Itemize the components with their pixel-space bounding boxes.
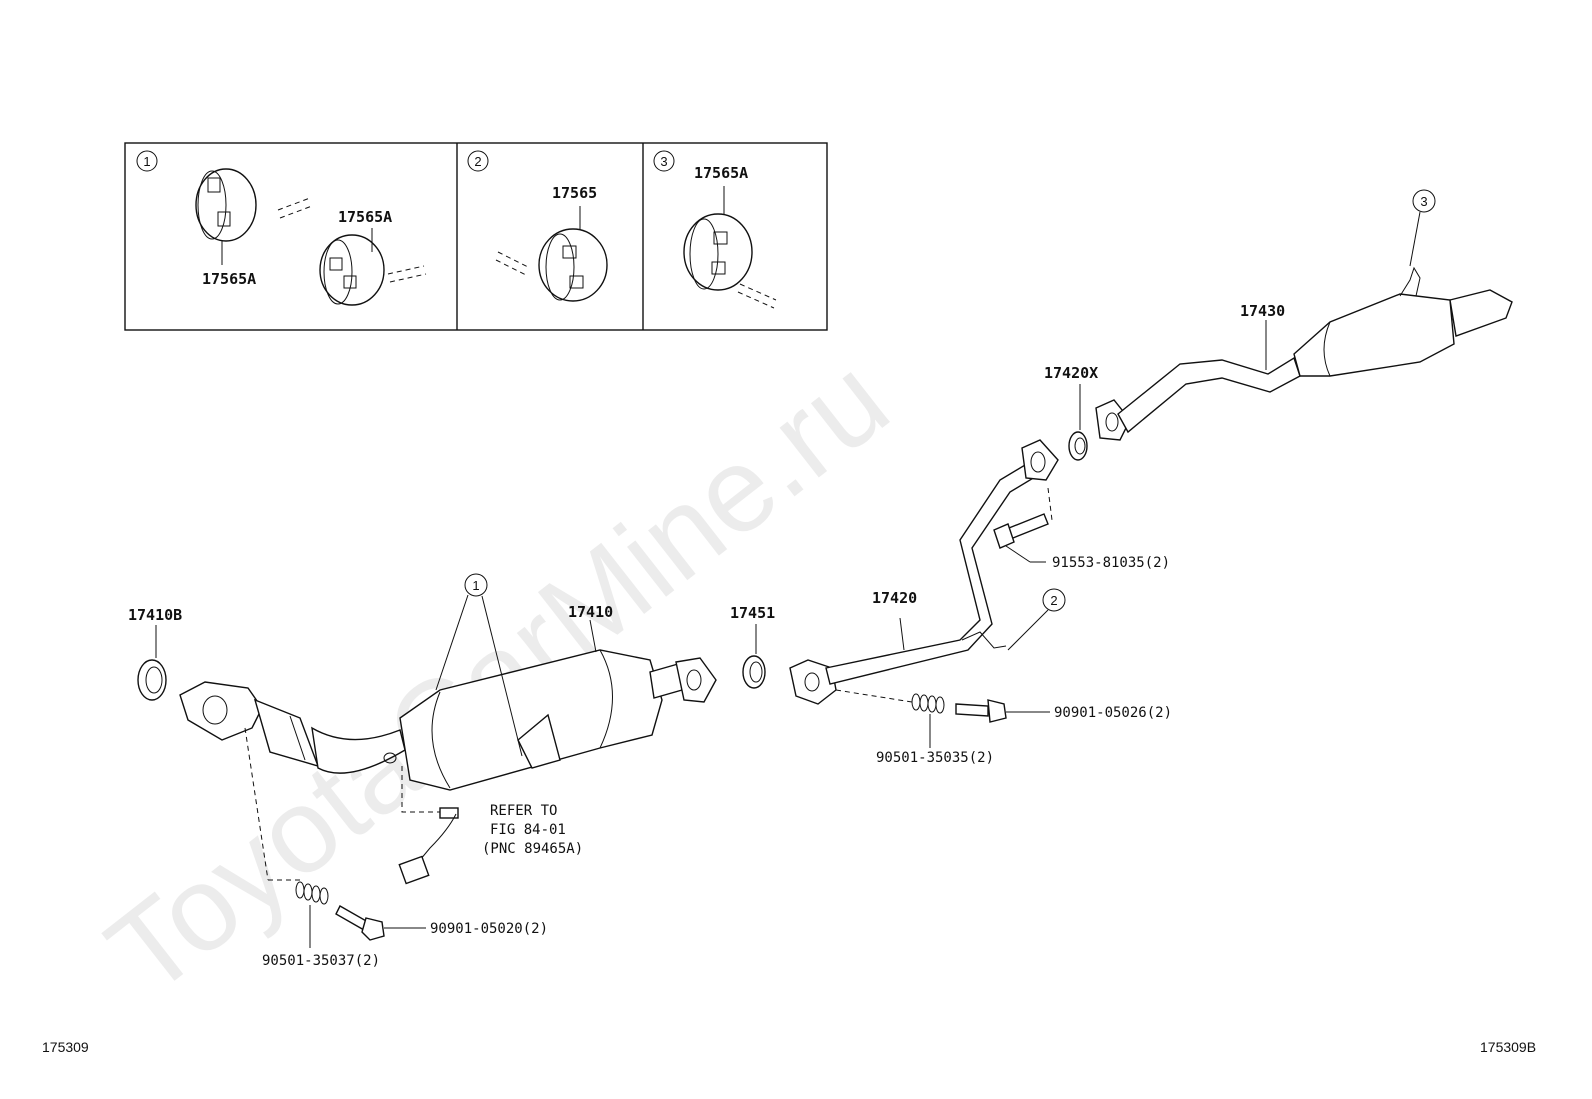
inset-panel-3-marker: 3 [660,154,667,169]
inset-panel-2-marker: 2 [474,154,481,169]
label-90501-35035: 90501-35035(2) [876,750,994,766]
spring-icon [911,693,945,714]
callout-marker-3: 3 [1409,189,1436,267]
label-90901-05026: 90901-05026(2) [1054,705,1172,721]
front-pipe-17410 [179,619,717,791]
bolt-91553 [993,487,1053,563]
inset-panel-1-label-a: 17565A [202,270,256,288]
inset-panel-3-label: 17565A [694,164,748,182]
muffler-17430 [1095,266,1513,441]
refer-line-1: REFER TO [490,803,557,819]
svg-text:3: 3 [1420,194,1427,209]
inset-panel-2-label: 17565 [552,184,597,202]
footer-right-code: 175309B [1480,1039,1536,1055]
hanger-icon [683,213,753,291]
oxygen-sensor [398,766,459,885]
bolt-icon [335,905,385,941]
callout-marker-1: 1 [435,573,523,757]
inset-panel-3: 3 17565A [653,150,777,309]
label-90501-35037: 90501-35037(2) [262,953,380,969]
inset-panel-1: 1 17565A 17565A [136,150,427,306]
label-17430: 17430 [1240,302,1285,320]
hanger-icon [538,228,608,302]
svg-text:2: 2 [1050,593,1057,608]
gasket-17410B [137,625,167,701]
front-bolt-assembly [244,727,426,948]
svg-text:1: 1 [472,578,479,593]
inset-panel-1-marker: 1 [143,154,150,169]
spring-icon [295,881,329,905]
refer-line-3: (PNC 89465A) [482,841,583,857]
label-90901-05020: 90901-05020(2) [430,921,548,937]
bolt-icon [955,699,1007,723]
label-91553-81035: 91553-81035(2) [1052,555,1170,571]
inset-box: 1 17565A 17565A 2 [124,142,828,331]
gasket-17451 [742,624,766,689]
mid-bolt-assembly [835,689,1050,748]
inset-panel-2: 2 17565 [467,150,608,302]
hanger-icon [195,168,257,242]
gasket-17420X [1068,384,1088,461]
center-pipe-17420 [789,439,1059,705]
label-17420: 17420 [872,589,917,607]
label-17451: 17451 [730,604,775,622]
label-17410: 17410 [568,603,613,621]
inset-panel-1-label-b: 17565A [338,208,392,226]
callout-marker-2: 2 [1007,588,1066,651]
footer-left-code: 175309 [42,1039,89,1055]
label-17420X: 17420X [1044,364,1098,382]
hanger-icon [319,234,385,306]
label-17410B: 17410B [128,606,182,624]
refer-line-2: FIG 84-01 [490,822,566,838]
